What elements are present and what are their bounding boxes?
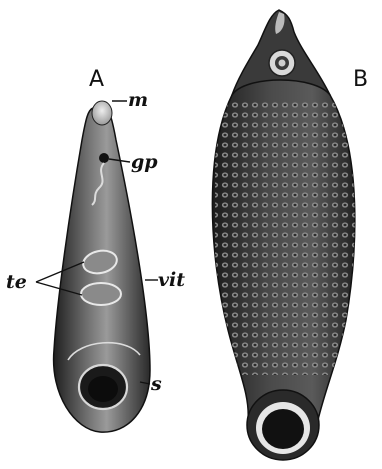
label-te: te xyxy=(6,271,27,293)
panel-b-letter: B xyxy=(353,67,368,92)
vitellaria-texture xyxy=(215,100,365,375)
label-gp: gp xyxy=(131,151,158,173)
specimen-a: A m gp te vit s xyxy=(6,67,185,432)
genital-pore xyxy=(99,153,109,163)
label-s: s xyxy=(150,373,162,395)
label-vit: vit xyxy=(158,269,185,291)
specimen-b: B xyxy=(212,10,368,460)
panel-a-letter: A xyxy=(89,67,104,92)
mouth-sucker xyxy=(92,101,112,125)
label-m: m xyxy=(128,89,148,111)
oral-sucker-center xyxy=(279,60,286,67)
testis-lower xyxy=(81,283,121,305)
posterior-sucker-opening xyxy=(88,376,118,402)
posterior-sucker-b-opening xyxy=(262,409,304,449)
